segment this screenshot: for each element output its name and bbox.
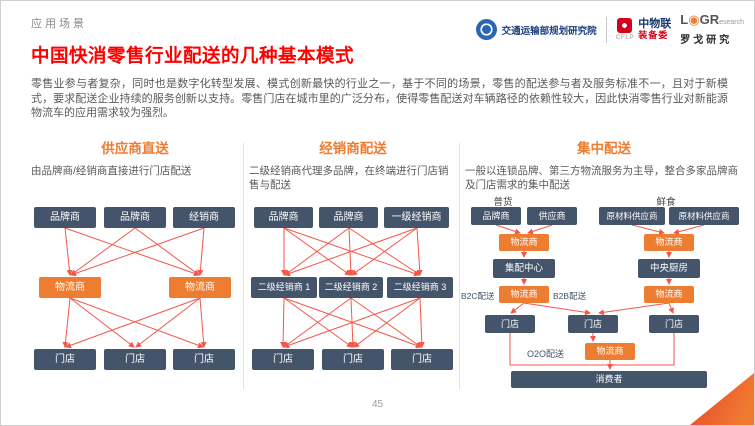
node-store: 门店 <box>649 315 699 333</box>
page-title: 中国快消零售行业配送的几种基本模式 <box>31 45 355 66</box>
wordmark-o-icon: ◉ <box>688 12 700 27</box>
wordmark-suffix: esearch <box>719 19 744 26</box>
logo-logresearch: L◉GResearch 罗戈研究 <box>680 13 744 46</box>
general-goods-label: 普货 <box>493 197 513 208</box>
column-distributor-delivery: 经销商配送 二级经销商代理多品牌，在终端进行门店销售与配送 品牌商 品牌商 一级… <box>247 137 459 399</box>
partner-logos: 交通运输部规划研究院 CFLP 中物联 装备委 L◉GResearch 罗戈研究 <box>475 13 744 46</box>
column-divider-2 <box>459 143 460 389</box>
node-distributor: 经销商 <box>173 207 235 228</box>
node-logistics: 物流商 <box>39 277 101 298</box>
section-label: 应用场景 <box>31 18 87 30</box>
node-store: 门店 <box>485 315 535 333</box>
node-logistics: 物流商 <box>169 277 231 298</box>
wordmark-gr: GR <box>699 12 720 27</box>
logo-transport-institute: 交通运输部规划研究院 <box>475 19 597 40</box>
node-raw-material-supplier: 原材料供应商 <box>599 207 665 225</box>
node-store: 门店 <box>391 349 453 370</box>
logresearch-wordmark: L◉GResearch <box>680 13 744 29</box>
node-consumer: 消费者 <box>511 371 707 388</box>
node-logistics: 物流商 <box>585 343 635 360</box>
node-store: 门店 <box>252 349 314 370</box>
logo-divider <box>605 16 607 43</box>
cflp-line2: 装备委 <box>638 30 669 40</box>
wordmark-l: L <box>680 12 689 27</box>
logresearch-cn: 罗戈研究 <box>680 35 733 46</box>
node-brand: 品牌商 <box>319 207 378 228</box>
fresh-food-label: 鲜食 <box>656 197 676 208</box>
node-consolidation-center: 集配中心 <box>493 259 555 278</box>
institute-emblem-icon <box>475 19 497 40</box>
node-store: 门店 <box>104 349 166 370</box>
cflp-icon <box>617 18 633 33</box>
node-brand: 品牌商 <box>471 207 521 225</box>
node-store: 门店 <box>568 315 618 333</box>
logo-cflp: CFLP 中物联 装备委 <box>616 18 671 41</box>
intro-paragraph: 零售业参与者复杂，同时也是数字化转型发展、模式创新最快的行业之一，基于不同的场景… <box>31 78 728 119</box>
column-heading: 经销商配送 <box>319 141 387 156</box>
node-central-kitchen: 中央厨房 <box>638 259 700 278</box>
column-supplier-direct: 供应商直送 由品牌商/经销商直接进行门店配送 品牌商 品牌商 经销商 物流商 物… <box>29 137 241 399</box>
o2o-delivery-label: O2O配送 <box>527 349 565 359</box>
institute-name: 交通运输部规划研究院 <box>501 25 597 37</box>
b2c-delivery-label: B2C配送 <box>461 291 495 301</box>
cflp-icon-wrap: CFLP <box>616 18 635 41</box>
column-centralized-delivery: 集中配送 一般以连锁品牌、第三方物流服务为主导，整合多家品牌商及门店需求的集中配… <box>461 137 745 405</box>
node-tier2-distributor: 二级经销商 1 <box>251 277 317 298</box>
column-heading: 集中配送 <box>577 141 631 156</box>
node-tier2-distributor: 二级经销商 2 <box>319 277 383 298</box>
column-desc: 二级经销商代理多品牌，在终端进行门店销售与配送 <box>249 165 449 191</box>
node-logistics: 物流商 <box>644 286 694 303</box>
node-supplier: 供应商 <box>527 207 577 225</box>
node-raw-material-supplier: 原材料供应商 <box>669 207 739 225</box>
node-store: 门店 <box>322 349 384 370</box>
column-desc: 一般以连锁品牌、第三方物流服务为主导，整合多家品牌商及门店需求的集中配送 <box>465 165 738 191</box>
node-logistics: 物流商 <box>499 234 549 251</box>
node-logistics: 物流商 <box>499 286 549 303</box>
node-store: 门店 <box>173 349 235 370</box>
column-heading: 供应商直送 <box>101 141 169 156</box>
b2b-delivery-label: B2B配送 <box>553 291 587 301</box>
page-number: 45 <box>371 399 384 410</box>
cflp-text: 中物联 装备委 <box>638 18 671 41</box>
node-store: 门店 <box>34 349 96 370</box>
column-desc: 由品牌商/经销商直接进行门店配送 <box>31 165 192 177</box>
node-brand: 品牌商 <box>34 207 96 228</box>
column-divider-1 <box>243 143 244 389</box>
node-tier1-distributor: 一级经销商 <box>384 207 449 228</box>
node-tier2-distributor: 二级经销商 3 <box>387 277 453 298</box>
cflp-line1: 中物联 <box>638 18 672 30</box>
node-brand: 品牌商 <box>254 207 313 228</box>
node-brand: 品牌商 <box>104 207 166 228</box>
node-logistics: 物流商 <box>644 234 694 251</box>
cflp-abbr: CFLP <box>615 34 635 41</box>
